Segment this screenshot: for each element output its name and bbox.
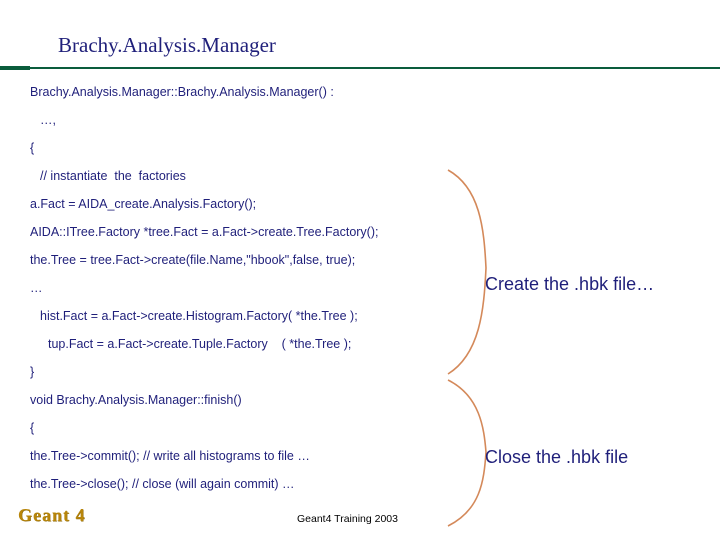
callout-close-label: Close the .hbk file	[485, 447, 629, 467]
code-line: …,	[40, 113, 56, 127]
code-line: the.Tree = tree.Fact->create(file.Name,"…	[30, 253, 356, 267]
code-line: {	[30, 421, 35, 435]
code-line: the.Tree->commit(); // write all histogr…	[30, 449, 310, 463]
title-rule	[27, 67, 720, 69]
code-line: // instantiate the factories	[40, 169, 186, 183]
code-line: void Brachy.Analysis.Manager::finish()	[30, 393, 242, 407]
callout-create-label: Create the .hbk file…	[485, 274, 655, 294]
code-block: Brachy.Analysis.Manager::Brachy.Analysis…	[30, 78, 500, 498]
code-line: {	[30, 141, 35, 155]
code-line: AIDA::ITree.Factory *tree.Fact = a.Fact-…	[30, 225, 379, 239]
page-title: Brachy.Analysis.Manager	[58, 33, 276, 57]
code-line: Brachy.Analysis.Manager::Brachy.Analysis…	[30, 85, 334, 99]
code-line: the.Tree->close(); // close (will again …	[30, 477, 295, 491]
geant4-logo: Geant 4	[18, 505, 86, 525]
code-line: }	[30, 365, 35, 379]
code-line: tup.Fact = a.Fact->create.Tuple.Factory …	[48, 337, 352, 351]
footer-text: Geant4 Training 2003	[297, 513, 398, 525]
code-line: …	[30, 281, 43, 295]
title-rule-accent	[0, 66, 30, 70]
code-line: hist.Fact = a.Fact->create.Histogram.Fac…	[40, 309, 358, 323]
code-line: a.Fact = AIDA_create.Analysis.Factory();	[30, 197, 257, 211]
